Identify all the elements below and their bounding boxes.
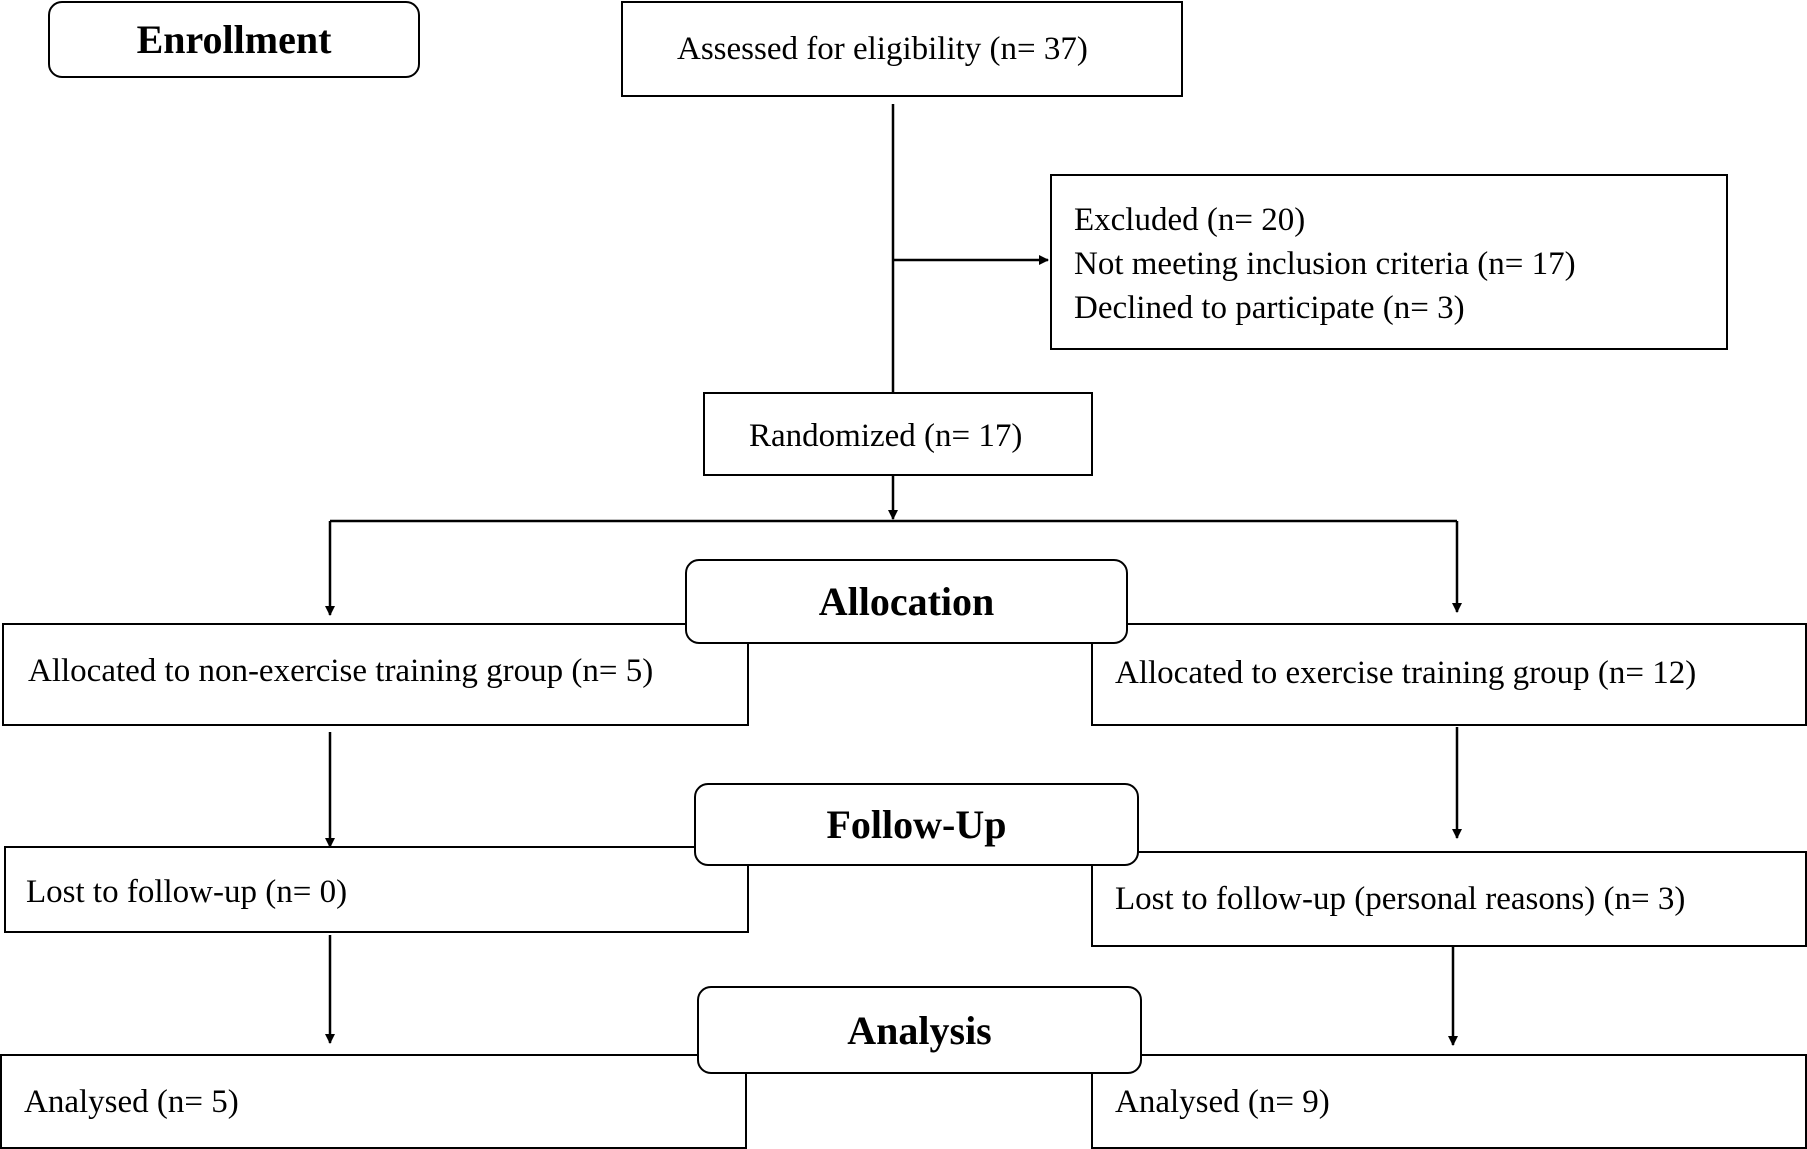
lost-followup-exercise-box: Lost to follow-up (personal reasons) (n=…: [1091, 851, 1807, 947]
analysed-non-exercise-text: Analysed (n= 5): [24, 1084, 239, 1120]
randomized-box: Randomized (n= 17): [703, 392, 1093, 476]
excluded-reason: Declined to participate (n= 3): [1074, 290, 1465, 326]
stage-allocation: Allocation: [685, 559, 1128, 644]
stage-analysis: Analysis: [697, 986, 1142, 1074]
analysed-non-exercise-box: Analysed (n= 5): [0, 1054, 747, 1149]
allocated-exercise-text: Allocated to exercise training group (n=…: [1115, 655, 1697, 691]
randomized-text: Randomized (n= 17): [749, 418, 1023, 454]
excluded-title: Excluded (n= 20): [1074, 202, 1306, 238]
excluded-reason: Not meeting inclusion criteria (n= 17): [1074, 246, 1576, 282]
allocated-exercise-box: Allocated to exercise training group (n=…: [1091, 623, 1807, 726]
analysed-exercise-text: Analysed (n= 9): [1115, 1084, 1330, 1120]
stage-enrollment: Enrollment: [48, 1, 420, 78]
lost-followup-non-exercise-text: Lost to follow-up (n= 0): [26, 874, 348, 910]
lost-followup-exercise-text: Lost to follow-up (personal reasons) (n=…: [1115, 881, 1686, 917]
allocated-non-exercise-box: Allocated to non-exercise training group…: [2, 623, 749, 726]
assessed-box: Assessed for eligibility (n= 37): [621, 1, 1183, 97]
excluded-box: Excluded (n= 20) Not meeting inclusion c…: [1050, 174, 1728, 350]
allocated-non-exercise-text: Allocated to non-exercise training group…: [28, 653, 654, 689]
assessed-text: Assessed for eligibility (n= 37): [677, 31, 1088, 67]
analysed-exercise-box: Analysed (n= 9): [1091, 1054, 1807, 1149]
lost-followup-non-exercise-box: Lost to follow-up (n= 0): [4, 846, 749, 933]
stage-follow-up: Follow-Up: [694, 783, 1139, 866]
